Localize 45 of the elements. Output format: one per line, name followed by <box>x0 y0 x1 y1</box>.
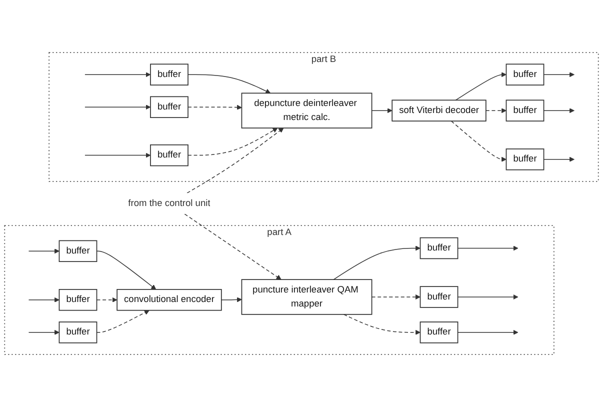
arrow <box>28 248 60 254</box>
arrow <box>457 246 518 251</box>
node-box: buffer <box>150 96 188 118</box>
arrow <box>486 108 506 114</box>
node-text: from the control unit <box>128 198 210 208</box>
arrow <box>188 128 278 156</box>
node-box: convolutional encoder <box>116 289 222 311</box>
arrow <box>343 314 420 335</box>
node-box: buffer <box>150 64 188 86</box>
node-box: buffer <box>420 237 458 260</box>
arrow <box>457 330 518 335</box>
node-box: buffer <box>150 144 188 166</box>
arrow <box>84 104 151 110</box>
arrow <box>188 104 242 110</box>
arrow <box>184 214 282 280</box>
arrow <box>333 246 420 280</box>
node-box: buffer <box>420 322 458 344</box>
arrow <box>28 330 60 335</box>
node-box: buffer <box>506 148 544 170</box>
node-box: buffer <box>506 64 544 86</box>
arrow <box>371 108 392 114</box>
arrow <box>84 152 151 158</box>
arrow <box>221 297 242 302</box>
node-box: buffer <box>58 289 98 311</box>
arrow <box>28 297 60 302</box>
arrow <box>186 128 284 194</box>
node-box: buffer <box>58 322 98 344</box>
node-box: buffer <box>420 286 458 308</box>
arrow <box>543 108 574 114</box>
arrow <box>96 297 118 302</box>
arrow <box>188 74 271 94</box>
arrow <box>543 156 574 162</box>
arrow <box>543 72 574 78</box>
arrow <box>84 72 151 78</box>
node-box: buffer <box>506 100 544 122</box>
arrow <box>371 294 420 300</box>
node-box: puncture interleaver QAM mapper <box>241 279 372 315</box>
node-box: soft Viterbi decoder <box>392 100 486 122</box>
arrow <box>96 250 156 290</box>
node-box: depuncture deinterleaver metric calc. <box>241 92 372 128</box>
arrow <box>457 294 518 300</box>
arrow <box>455 72 506 101</box>
arrow <box>450 120 506 162</box>
arrow <box>96 310 150 333</box>
node-box: buffer <box>58 240 98 262</box>
